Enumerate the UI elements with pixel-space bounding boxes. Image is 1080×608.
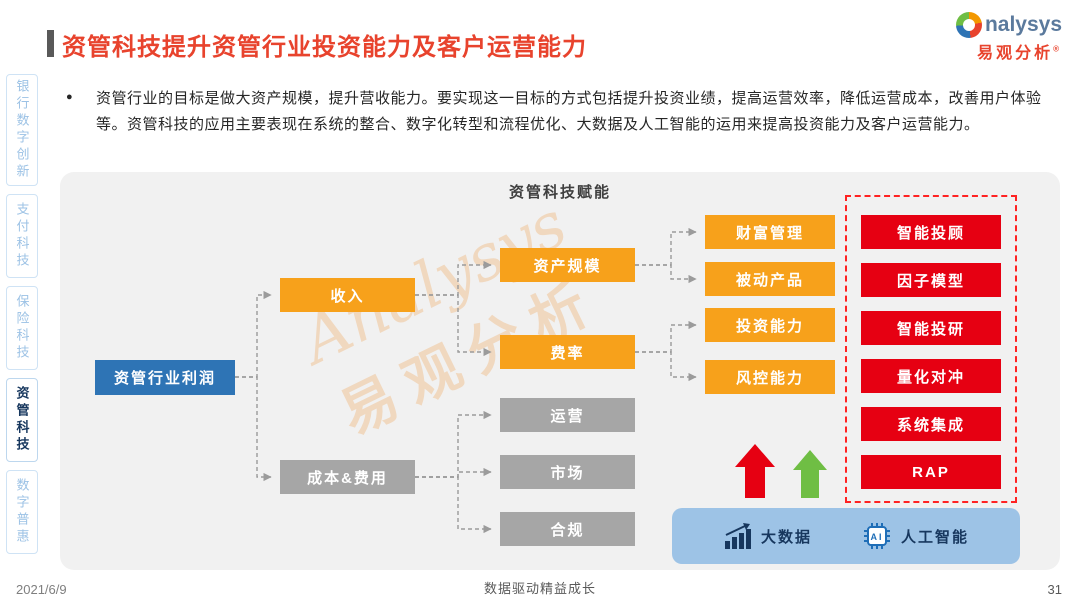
ai-icon: AI bbox=[863, 523, 890, 549]
node-revenue: 收入 bbox=[280, 278, 415, 312]
node-passive-product: 被动产品 bbox=[705, 262, 835, 296]
logo-reg-mark: ® bbox=[1053, 44, 1062, 54]
intro-text: 资管行业的目标是做大资产规模，提升营收能力。要实现这一目标的方式包括提升投资业绩… bbox=[96, 90, 1042, 134]
intro-paragraph: ● 资管行业的目标是做大资产规模，提升营收能力。要实现这一目标的方式包括提升投资… bbox=[66, 86, 1056, 139]
tech-item-rap: RAP bbox=[861, 455, 1001, 489]
node-risk-control: 风控能力 bbox=[705, 360, 835, 394]
node-asset-scale: 资产规模 bbox=[500, 248, 635, 282]
ai-label: 人工智能 bbox=[900, 528, 969, 546]
tech-solutions-group: 智能投顾 因子模型 智能投研 量化对冲 系统集成 RAP bbox=[845, 195, 1017, 503]
analysys-logo: nalysys 易观分析® bbox=[955, 12, 1062, 63]
page-title: 资管科技提升资管行业投资能力及客户运营能力 bbox=[62, 34, 587, 61]
node-market: 市场 bbox=[500, 455, 635, 489]
node-fee-rate: 费率 bbox=[500, 335, 635, 369]
node-cost-expense: 成本&费用 bbox=[280, 460, 415, 494]
sidebar-item-bank-digital-innovation[interactable]: 银行数字创新 bbox=[6, 74, 38, 186]
node-operations: 运营 bbox=[500, 398, 635, 432]
diagram-panel: Analysys 易观分析 资管科 bbox=[60, 172, 1060, 570]
big-data-item: 大数据 bbox=[723, 523, 812, 549]
footer-date: 2021/6/9 bbox=[16, 582, 67, 597]
footer-page-number: 31 bbox=[1047, 582, 1062, 597]
sidebar: 银行数字创新 支付科技 保险科技 资管科技 数字普惠 bbox=[6, 74, 40, 554]
logo-brand-text: nalysys bbox=[984, 13, 1062, 36]
bullet-icon: ● bbox=[66, 91, 73, 103]
tech-item-factor-model: 因子模型 bbox=[861, 263, 1001, 297]
sidebar-item-asset-mgmt-tech[interactable]: 资管科技 bbox=[6, 378, 38, 462]
sidebar-item-digital-inclusion[interactable]: 数字普惠 bbox=[6, 470, 38, 554]
node-investment-ability: 投资能力 bbox=[705, 308, 835, 342]
footer-slogan: 数据驱动精益成长 bbox=[483, 581, 596, 596]
big-data-label: 大数据 bbox=[760, 528, 812, 546]
sidebar-item-payment-tech[interactable]: 支付科技 bbox=[6, 194, 38, 278]
big-data-icon bbox=[724, 523, 751, 549]
node-wealth-management: 财富管理 bbox=[705, 215, 835, 249]
sidebar-item-insurance-tech[interactable]: 保险科技 bbox=[6, 286, 38, 370]
up-arrow-green-icon bbox=[793, 450, 827, 498]
svg-text:AI: AI bbox=[870, 532, 883, 542]
diagram-title: 资管科技赋能 bbox=[508, 184, 611, 201]
logo-brand-cn: 易观分析® bbox=[956, 39, 1062, 63]
up-arrow-red-icon bbox=[735, 444, 775, 498]
tech-item-smart-research: 智能投研 bbox=[861, 311, 1001, 345]
title-accent-bar bbox=[47, 30, 54, 57]
node-compliance: 合规 bbox=[500, 512, 635, 546]
analysys-swirl-icon bbox=[955, 12, 982, 38]
tech-item-system-integration: 系统集成 bbox=[861, 407, 1001, 441]
ai-item: AI 人工智能 bbox=[863, 522, 969, 550]
logo-brand-cn-text: 易观分析 bbox=[977, 45, 1054, 62]
tech-foundation-bar: 大数据 bbox=[672, 508, 1020, 564]
tech-item-quant-hedging: 量化对冲 bbox=[861, 359, 1001, 393]
node-industry-profit: 资管行业利润 bbox=[95, 360, 235, 395]
tech-item-robo-advisor: 智能投顾 bbox=[861, 215, 1001, 249]
